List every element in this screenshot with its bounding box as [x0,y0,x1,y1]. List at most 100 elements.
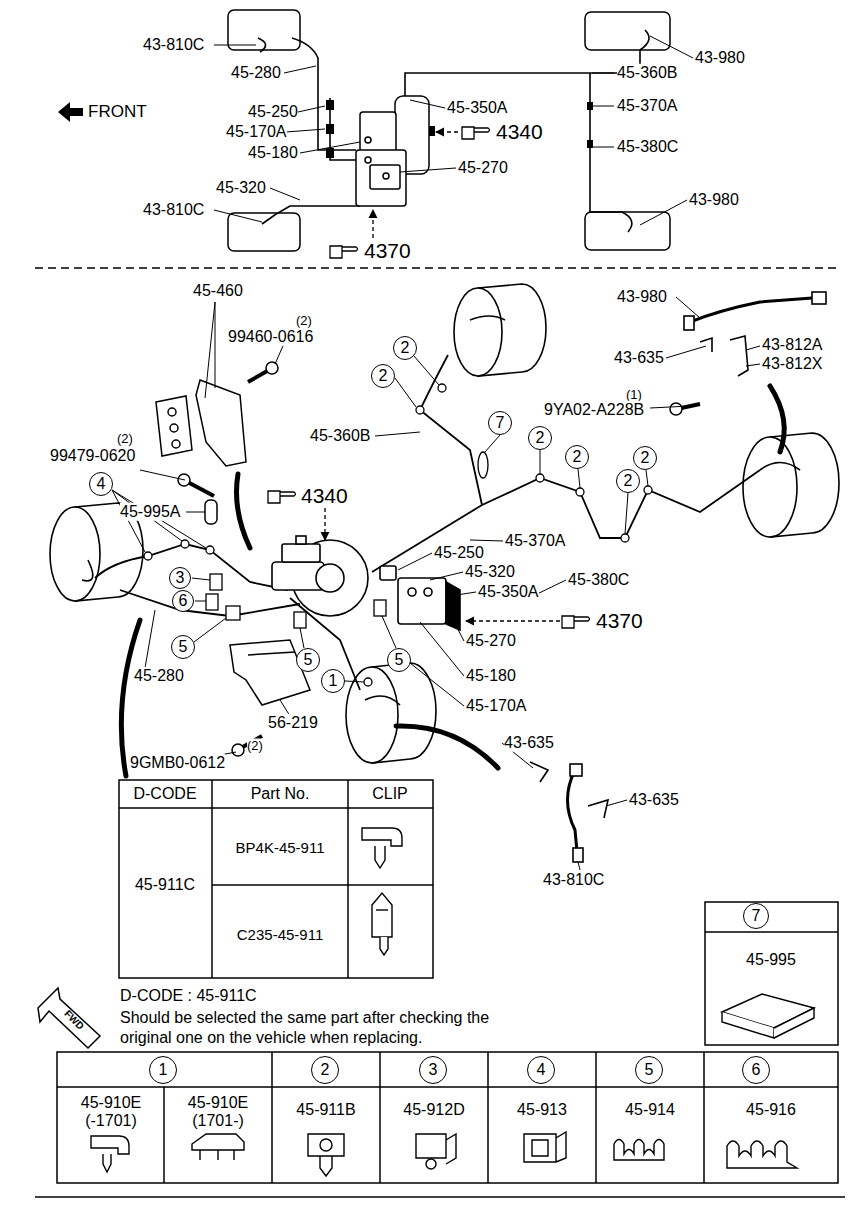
leader-line [215,302,216,388]
table-grid [705,902,838,1045]
table-cell: (-1701) [85,1112,137,1130]
wheel-speed-sensor [700,338,712,352]
pipe-clip [144,552,152,560]
table-grid [595,1052,597,1183]
brake-drum [50,284,839,763]
part-number: 45-280 [134,667,184,685]
leader-line [578,862,580,870]
reference-hand-icon [330,246,358,258]
part-number: 9YA02-A228B [544,401,644,419]
callout-circle: 3 [419,1056,447,1084]
part-number: 45-320 [216,179,266,197]
table-grid [57,1086,838,1088]
clip-icon [91,994,814,1176]
brake-drum [743,437,797,537]
clip-icon [727,1141,797,1168]
abs-hydraulic-unit [380,566,396,580]
master-cylinder [282,544,320,562]
leader-line [286,129,325,132]
pipe-clip [416,406,424,414]
brake-hose [760,463,800,471]
part-number: 45-320 [465,563,515,581]
front-arrow [58,102,83,122]
pipe-clip [206,546,214,554]
leader-line [452,618,464,641]
part-number: 43-812X [762,355,823,373]
leader-line [746,364,760,366]
bolt [232,744,244,756]
pipe-clip [374,600,386,616]
page-rule [35,1196,845,1198]
bolt [205,500,217,524]
callout-number: 5 [395,652,404,668]
table-cell: BP4K-45-911 [236,839,325,856]
direction-label: FRONT [88,102,147,122]
quantity-mark: (2) [296,314,312,329]
location-swoosh [121,620,140,776]
table-cell: CLIP [372,785,408,803]
callout-number: 7 [496,415,505,431]
leader-line [186,512,205,513]
brake-pipe [258,38,266,52]
clip-icon [91,1136,129,1172]
part-number: 45-250 [248,103,298,121]
wheel-speed-sensor [570,764,582,776]
abs-hydraulic-unit [408,588,416,596]
callout-number: 5 [645,1062,654,1078]
leader-line [284,66,316,73]
part-number: 45-360B [617,64,678,82]
clip-icon [380,937,388,955]
callout-leader [300,628,304,648]
brake-pipe [292,38,356,150]
section-separator [35,267,840,269]
reference-number: 4370 [596,609,643,633]
clip-icon [362,828,402,846]
brake-pipe [262,206,360,224]
callout-number: 3 [176,570,185,586]
quantity-mark: (2) [247,739,263,754]
part-number: 45-350A [447,99,508,117]
part-number: 45-170A [466,697,527,715]
note-text: Should be selected the same part after c… [120,1008,510,1048]
table-cell: 45-912D [403,1101,464,1119]
leader-line [140,297,760,870]
callout-leader [112,490,182,541]
part-number: 45-270 [458,159,508,177]
brake-pipe [95,355,760,690]
mounting-bracket [156,380,310,705]
reference-hand-icon [562,616,590,628]
leader-line [145,610,155,668]
brake-pipe [95,544,288,590]
callout-number: 2 [536,430,545,446]
callout-leader [646,470,648,486]
clip-icon [524,1132,566,1162]
part-number: 43-980 [689,191,739,209]
reference-number: 4370 [364,239,411,263]
clip-icon [192,1134,244,1160]
clip-icon [614,1140,664,1161]
brake-drum [346,667,398,763]
pipe-clip [226,606,240,620]
pipe-clip [644,486,652,494]
pipe-clip [206,594,218,610]
table-cell: 45-913 [517,1101,567,1119]
callout-leader [194,618,226,642]
table-cell: (1701-) [192,1112,244,1130]
callout-number: 5 [304,652,313,668]
callout-circle: 3 [169,567,191,589]
leader-line [650,36,693,58]
pipe-fitting [326,124,334,134]
location-swoosh [237,474,251,548]
brake-drum [454,288,502,376]
table-cell: 45-910E [81,1094,142,1112]
callout-number: 2 [573,449,582,465]
part-number: 45-350A [478,583,539,601]
table-grid [119,780,433,978]
quantity-mark: (2) [117,432,133,447]
pipe-fitting [326,148,334,158]
callout-number: 7 [752,908,761,924]
clip-icon [372,893,392,937]
part-number: 43-980 [695,49,745,67]
callout-circle: 1 [149,1056,177,1084]
part-number: 45-370A [505,532,566,550]
